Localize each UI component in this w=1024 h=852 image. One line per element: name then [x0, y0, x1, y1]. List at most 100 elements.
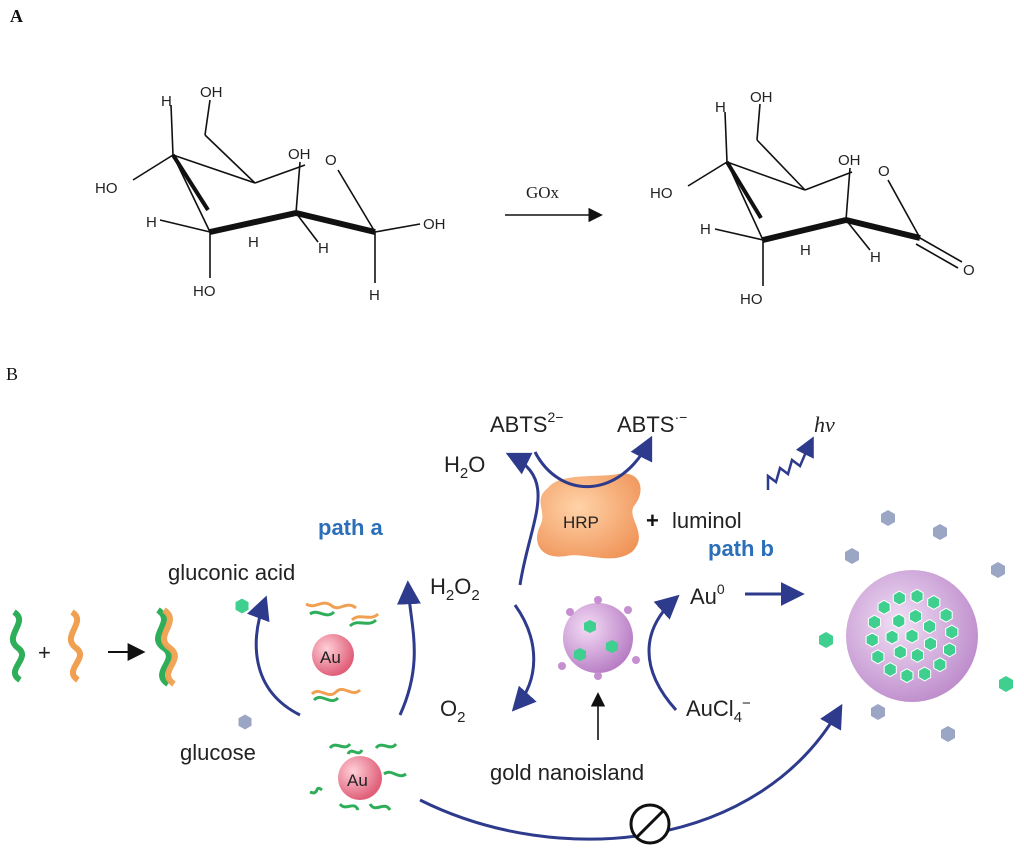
grown-particle-green-site [871, 649, 885, 665]
dna-strand-attached [338, 802, 360, 811]
gray-molecule-icon [881, 510, 895, 526]
aucl4-reduction-arrow [647, 594, 680, 712]
glucose-oh-c6: OH [200, 84, 223, 101]
dna-coated-au: Au [309, 742, 407, 811]
grown-particle-green-site [865, 632, 879, 648]
glucose-oh-c2: OH [288, 146, 311, 163]
h2o2-label: H2O2 [430, 574, 480, 604]
dna-strand-attached [374, 742, 398, 750]
grown-particle-green-site [923, 636, 937, 652]
hv-label: hν [814, 412, 835, 437]
gluconolactone-structure [687, 103, 963, 286]
au-particle-label: Au [320, 648, 341, 667]
aucl4-label: AuCl4− [686, 695, 751, 726]
glucose-h-c2: H [248, 234, 259, 251]
glucose-atom-labels: H OH HO H H OH O H OH HO H [95, 84, 446, 304]
dna-coated-au-particle [338, 756, 382, 800]
dna-fragment-4 [348, 618, 378, 628]
dsdna-green [155, 607, 172, 687]
gold-nanoisland-label: gold nanoisland [490, 760, 644, 785]
lactone-oh-c6: OH [750, 89, 773, 106]
nanoisland-bump [558, 662, 566, 670]
grown-particle-green-site [927, 594, 941, 610]
dna-strand-attached [309, 786, 323, 795]
abts-radical-label: ABTS·− [617, 409, 687, 437]
glucose-h-top: H [161, 93, 172, 110]
gray-molecule-icon [991, 562, 1005, 578]
light-emission-arrowhead [795, 436, 814, 459]
path-a-label: path a [318, 515, 384, 540]
grown-particle-green-site [885, 629, 899, 645]
gluconic-acid-label: gluconic acid [168, 560, 295, 585]
glucose-ho-c4: HO [95, 180, 118, 197]
dna-strand-attached [328, 742, 352, 750]
au0-label: Au0 [690, 581, 725, 609]
lactone-ring-o: O [878, 163, 890, 180]
grown-particle-green-site [939, 607, 953, 623]
glucose-label: glucose [180, 740, 256, 765]
grown-particle-green-site [905, 628, 919, 644]
nanoisland-bump [624, 606, 632, 614]
dna-hybridization: + [9, 607, 178, 687]
lactone-ho-c3: HO [740, 291, 763, 308]
nanoisland-bump [594, 672, 602, 680]
dna-fragment-2 [309, 610, 336, 617]
dna-strand-attached [368, 803, 392, 811]
lactone-h-c1: H [870, 249, 881, 266]
glucose-h-c1a: H [318, 240, 329, 257]
nanoisland-green-site [574, 648, 586, 661]
grown-particle-green-site [900, 668, 914, 684]
o2-to-h2o2-arrow-a [396, 580, 421, 716]
glucose-ring-o: O [325, 152, 337, 169]
o2-label: O2 [440, 696, 465, 726]
grown-particle-green-site [867, 614, 881, 630]
scattered-molecules [819, 510, 1013, 742]
water-label: H2O [444, 452, 485, 482]
prohibited-icon [629, 803, 671, 845]
gray-molecule-icon [941, 726, 955, 742]
gluconolactone-atom-labels: H OH HO H H OH O H O HO [650, 89, 975, 308]
path-b-label: path b [708, 536, 774, 561]
au-nanoparticle [312, 634, 354, 676]
glucose-oh-c1: OH [423, 216, 446, 233]
dna-strand-green [9, 609, 25, 683]
grown-particle-green-site [923, 618, 937, 635]
lactone-oh-c2: OH [838, 152, 861, 169]
lactone-h-c3: H [700, 221, 711, 238]
grown-particle-green-site [893, 644, 907, 660]
grown-particle-green-site [883, 662, 897, 678]
dna-strand-attached [383, 770, 407, 778]
h2o2-to-o2-arrow [511, 604, 537, 712]
gold-nanoisland-particle [558, 596, 640, 680]
lactone-h-top: H [715, 99, 726, 116]
grown-particle-green-site [918, 666, 932, 682]
hrp-enzyme-shape [537, 473, 641, 559]
hrp-label: HRP [563, 513, 599, 532]
grown-particle-green-site [910, 647, 924, 663]
dna-strand-orange [67, 609, 83, 683]
abts-reduced-label: ABTS2− [490, 409, 563, 437]
nanoisland-green-site [584, 620, 596, 633]
grown-particle-green-site [945, 624, 959, 640]
gray-molecule-icon [933, 524, 947, 540]
glucose-to-gluconic-arrow [247, 595, 301, 717]
grown-gold-particle [846, 570, 978, 702]
enzyme-gox-label: GOx [526, 183, 560, 202]
grown-particle-green-site [877, 599, 891, 615]
grown-particle-green-site [892, 613, 906, 629]
grown-particle-green-site [892, 590, 906, 606]
dna-strand-attached [346, 749, 364, 755]
glucose-ho-c3: HO [193, 283, 216, 300]
path-a-catalysis: Au [247, 580, 421, 717]
dna-fragment-3 [350, 612, 380, 622]
grown-particle-green-site [943, 642, 957, 658]
dna-fragment-5 [310, 687, 362, 697]
dsdna-orange [161, 607, 178, 687]
luminol-label: luminol [672, 508, 742, 533]
grown-particle-green-site [910, 588, 924, 604]
glucose-h-c3: H [146, 214, 157, 231]
lactone-carbonyl-o: O [963, 262, 975, 279]
glucose-h-c1: H [369, 287, 380, 304]
green-molecule-icon [819, 632, 833, 648]
